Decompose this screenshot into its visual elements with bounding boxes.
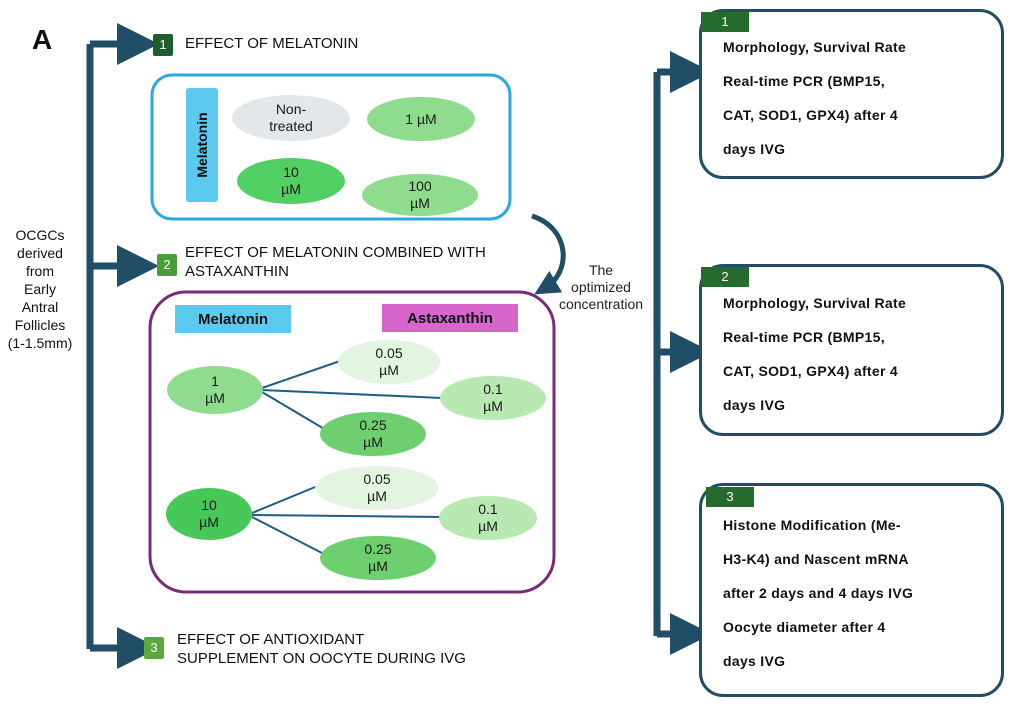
optimized-concentration-label: The optimized concentration xyxy=(558,262,644,312)
branch-line xyxy=(251,516,323,554)
branch-line xyxy=(251,484,321,514)
step3-title: EFFECT OF ANTIOXIDANT SUPPLEMENT ON OOCY… xyxy=(177,631,466,667)
branch-line xyxy=(251,514,444,518)
step2-badge: 2 xyxy=(157,254,177,276)
melatonin-vertical-label: Melatonin xyxy=(186,88,218,202)
outcome3-text: Histone Modification (Me- H3-K4) and Nas… xyxy=(723,517,914,669)
source-line: from xyxy=(26,263,54,279)
outcome2-box xyxy=(699,264,1004,436)
source-line: derived xyxy=(17,245,63,261)
outcome3-badge: 3 xyxy=(706,487,754,507)
experiment2-box xyxy=(148,290,556,594)
non-treated-group: Non-treated xyxy=(232,95,350,141)
outcome1-badge: 1 xyxy=(701,12,749,32)
source-line: OCGCs xyxy=(15,227,65,243)
outcome1-box xyxy=(699,9,1004,179)
melatonin-1um-group: 1 µM xyxy=(367,97,475,141)
source-line: Antral xyxy=(21,299,59,315)
panel-label: A xyxy=(32,24,53,55)
branch-line xyxy=(261,391,327,431)
branch-line xyxy=(261,389,443,399)
source-label: OCGCs derived from Early Antral Follicle… xyxy=(0,226,80,352)
step1-badge: 1 xyxy=(153,34,173,56)
source-line: Early xyxy=(24,281,56,297)
source-line: (1-1.5mm) xyxy=(7,335,73,351)
optimized-curve-arrow xyxy=(531,213,566,295)
step2-title: EFFECT OF MELATONIN COMBINED WITH ASTAXA… xyxy=(185,244,486,280)
melatonin-header: Melatonin xyxy=(175,305,291,333)
step1-title: EFFECT OF MELATONIN xyxy=(185,35,359,52)
outcome2-badge: 2 xyxy=(701,267,749,287)
step3-badge: 3 xyxy=(144,637,164,659)
outcome2-text: Morphology, Survival Rate Real-time PCR … xyxy=(723,295,907,413)
branch-lines xyxy=(251,359,444,554)
outcome1-text: Morphology, Survival Rate Real-time PCR … xyxy=(723,39,907,157)
astaxanthin-header: Astaxanthin xyxy=(382,304,518,332)
outcome3-box xyxy=(699,483,1004,697)
branch-line xyxy=(261,359,344,389)
experiment1-box xyxy=(150,73,512,221)
source-line: Follicles xyxy=(14,317,66,333)
